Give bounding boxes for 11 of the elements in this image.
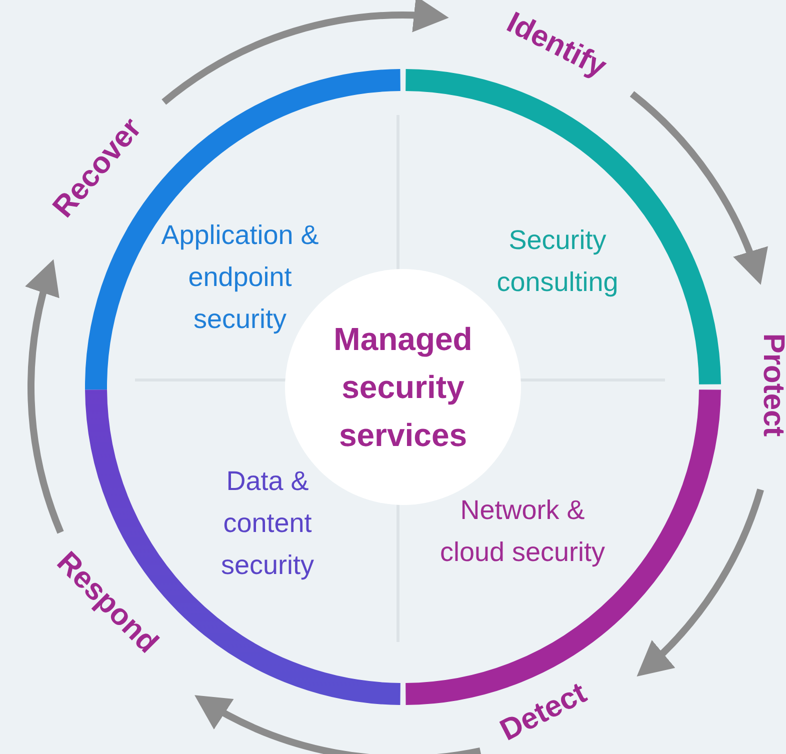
phase-label: Protect [750,315,786,455]
cycle-arrow [26,259,64,534]
cycle-arrow [162,0,449,105]
quadrant-label: Security consulting [455,219,660,307]
quadrant-label: Data & content security [185,460,350,592]
center-label: Managed security services [332,320,474,455]
cycle-arrow [637,488,764,677]
quadrant-label: Application & endpoint security [150,214,330,340]
cycle-arrow [194,696,481,754]
quadrant-label: Network & cloud security [425,489,620,577]
cycle-arrow [630,91,766,285]
